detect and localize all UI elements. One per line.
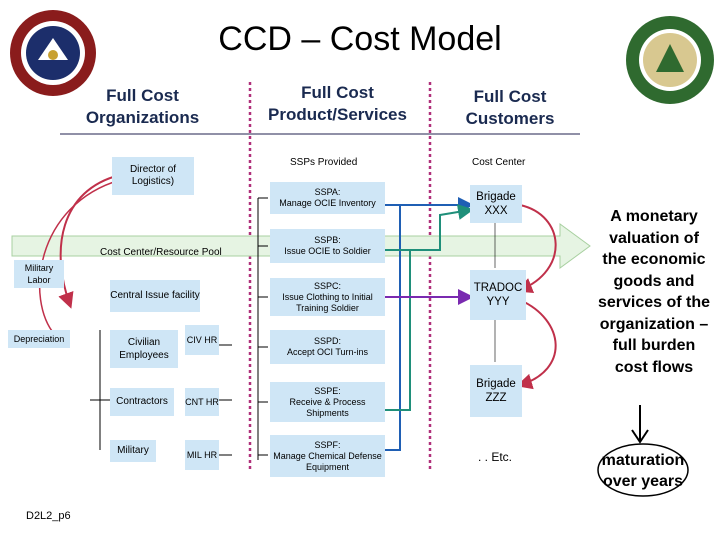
header-organizations: Full Cost Organizations — [85, 86, 200, 127]
ssp-f-box: SSPF: Manage Chemical Defense Equipment — [270, 435, 385, 477]
customer-brigade-xxx-label: Brigade XXX — [476, 191, 516, 217]
military-label: Military — [117, 445, 149, 456]
director-label: Director of Logistics) — [129, 164, 177, 187]
seal-army-cost-icon — [624, 14, 716, 106]
maturation-label: maturation over years — [601, 452, 685, 490]
red-curve-1 — [58, 174, 121, 309]
cost-center-label: Cost Center — [472, 157, 526, 168]
maturation-ellipse — [597, 443, 689, 497]
ssp-c-code: SSPC: — [313, 280, 341, 291]
ssp-a-desc: Manage OCIE Inventory — [279, 198, 376, 208]
ssp-a-box: SSPA: Manage OCIE Inventory — [270, 182, 385, 214]
ssps-provided-label: SSPs Provided — [290, 157, 358, 168]
customer-etc: . . Etc. — [478, 450, 513, 464]
ssp-a-code: SSPA: — [314, 187, 341, 197]
right-description: A monetary valuation of the economic goo… — [597, 208, 711, 376]
ssp-d-box: SSPD: Accept OCI Turn-ins — [270, 330, 385, 364]
customer-tradoc-yyy: TRADOC YYY — [470, 270, 526, 320]
ssp-e-desc: Receive & Process Shipments — [289, 396, 366, 418]
military-labor-label: Military Labor — [24, 263, 54, 285]
header-customers: Full Cost Customers — [465, 87, 555, 128]
ssp-f-code: SSPF: — [314, 439, 341, 450]
depreciation-box: Depreciation — [8, 330, 70, 348]
cost-center-pool-label: Cost Center/Resource Pool — [100, 247, 222, 258]
customer-brigade-xxx: Brigade XXX — [470, 185, 522, 223]
cnt-hr-box: CNT HR — [185, 388, 219, 416]
military-box: Military — [110, 440, 156, 462]
seal-asa-icon — [8, 8, 98, 98]
ssp-e-box: SSPE: Receive & Process Shipments — [270, 382, 385, 422]
ssp-d-desc: Accept OCI Turn-ins — [286, 347, 369, 357]
civ-hr-box: CIV HR — [185, 325, 219, 355]
civilian-label: Civilian Employees — [119, 337, 169, 361]
customer-brigade-zzz: Brigade ZZZ — [470, 365, 522, 417]
ssp-b-box: SSPB: Issue OCIE to Soldier — [270, 229, 385, 263]
cust-curve-1 — [516, 204, 557, 293]
mil-hr-label: MIL HR — [186, 450, 218, 460]
maturation-arrow — [631, 405, 649, 444]
ssp-e-code: SSPE: — [314, 385, 341, 396]
flow-blue-1 — [385, 204, 401, 451]
page-title: CCD – Cost Model — [218, 20, 502, 58]
header-products: Full Cost Product/Services — [268, 83, 407, 124]
contractors-box: Contractors — [110, 388, 174, 416]
cust-curve-2 — [516, 299, 557, 390]
flow-green-2 — [410, 204, 474, 251]
customer-brigade-zzz-label: Brigade ZZZ — [476, 378, 516, 404]
customer-tradoc-yyy-label: TRADOC YYY — [473, 282, 523, 308]
mil-hr-box: MIL HR — [185, 440, 219, 470]
central-issue-box: Central Issue facility — [110, 280, 200, 312]
flow-green-1 — [385, 249, 411, 411]
ssp-d-code: SSPD: — [313, 336, 341, 346]
ssp-b-desc: Issue OCIE to Soldier — [284, 246, 371, 256]
cnt-hr-label: CNT HR — [185, 397, 219, 407]
contractors-label: Contractors — [116, 396, 168, 407]
civ-hr-label: CIV HR — [186, 335, 218, 345]
central-issue-label: Central Issue facility — [110, 290, 200, 301]
director-box: Director of Logistics) — [112, 157, 194, 195]
military-labor-box: Military Labor — [14, 260, 64, 288]
ssp-c-desc: Issue Clothing to Initial Training Soldi… — [282, 291, 373, 313]
ssp-f-desc: Manage Chemical Defense Equipment — [273, 450, 382, 472]
ssp-c-box: SSPC: Issue Clothing to Initial Training… — [270, 278, 385, 316]
red-curve-2 — [38, 179, 121, 336]
depreciation-label: Depreciation — [13, 334, 65, 344]
slide-id: D2L2_p6 — [26, 510, 71, 522]
ssp-b-code: SSPB: — [314, 235, 341, 245]
civilian-box: Civilian Employees — [110, 330, 178, 368]
